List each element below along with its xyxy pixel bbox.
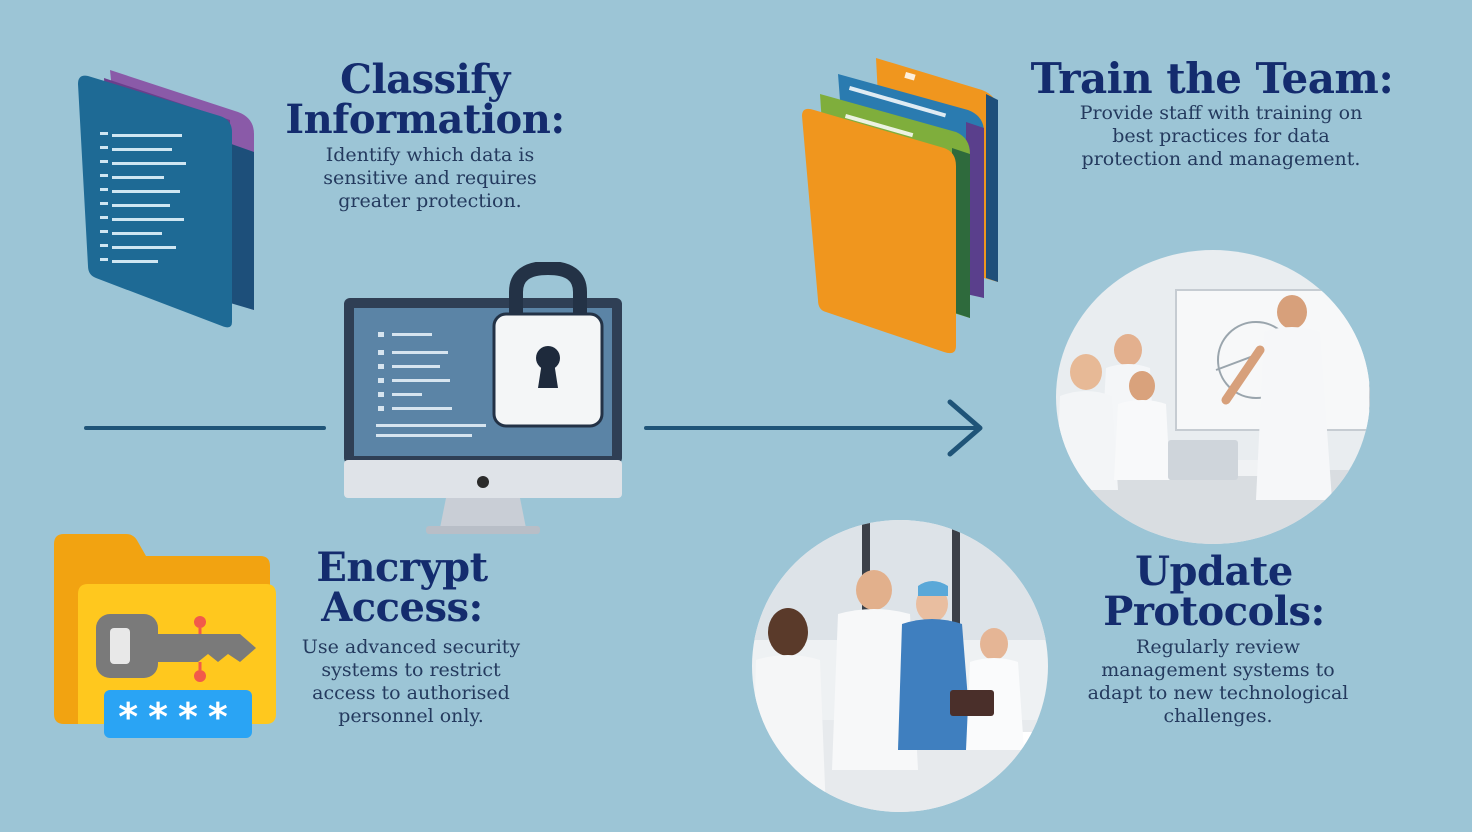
- classify-heading-line1: Classify: [340, 56, 510, 103]
- update-heading: Update Protocols:: [1064, 552, 1364, 632]
- connector-line-left: [84, 426, 326, 430]
- train-description: Provide staff with training on best prac…: [1079, 102, 1363, 170]
- train-heading: Train the Team:: [1030, 54, 1394, 103]
- computer-monitor-padlock-icon: [344, 262, 622, 534]
- update-description: Regularly review management systems to a…: [1087, 636, 1349, 727]
- classify-heading: Classify Information:: [270, 60, 580, 140]
- encrypt-heading-line1: Encrypt: [316, 544, 488, 591]
- connector-line-right: [644, 426, 978, 430]
- encrypt-heading-line2: Access:: [321, 584, 483, 631]
- blue-folder-document-icon: [78, 70, 254, 328]
- arrow-head-icon: [947, 399, 983, 457]
- medical-staff-meeting-photo: [752, 520, 1048, 812]
- update-heading-line1: Update: [1135, 548, 1293, 595]
- classify-description: Identify which data is sensitive and req…: [323, 144, 537, 212]
- team-training-meeting-photo: [1056, 250, 1370, 544]
- encrypt-heading: Encrypt Access:: [270, 548, 534, 628]
- update-heading-line2: Protocols:: [1103, 588, 1325, 635]
- stacked-colored-folders-icon: [802, 58, 998, 354]
- classify-heading-line2: Information:: [285, 96, 565, 143]
- folder-key-password-icon: [54, 534, 276, 738]
- password-mask-text: ****: [118, 695, 238, 739]
- encrypt-description: Use advanced security systems to restric…: [301, 636, 521, 727]
